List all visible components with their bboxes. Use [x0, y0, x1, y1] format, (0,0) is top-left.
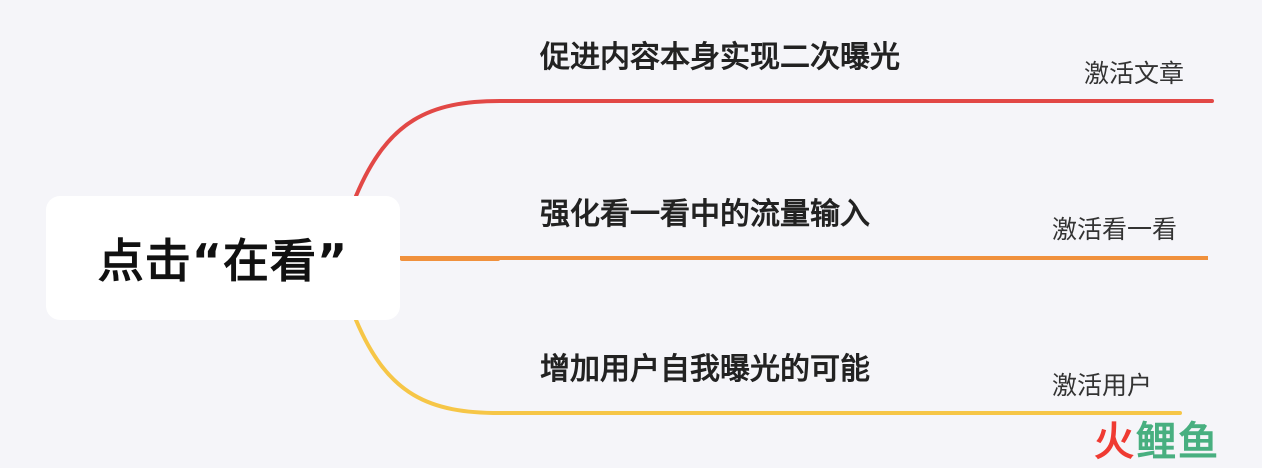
branch-tag-3: 激活用户 — [1052, 371, 1153, 400]
branch-tag-2: 激活看一看 — [1052, 215, 1178, 244]
root-title: 点击“在看” — [97, 234, 349, 288]
watermark-fire-char: 火 — [1094, 419, 1136, 465]
branch-tag-1: 激活文章 — [1084, 59, 1185, 88]
connector-root-stub — [400, 256, 500, 261]
branch-title-3: 增加用户自我曝光的可能 — [540, 352, 870, 387]
watermark-logo: 火 鲤鱼 — [1094, 420, 1220, 464]
watermark-carp-chars: 鲤鱼 — [1136, 419, 1220, 465]
branch-title-2: 强化看一看中的流量输入 — [540, 197, 870, 232]
connector-line-branch-3 — [354, 318, 1182, 415]
connector-line-branch-1 — [354, 99, 1214, 198]
root-node: 点击“在看” — [46, 196, 400, 320]
branch-title-1: 促进内容本身实现二次曝光 — [540, 40, 900, 75]
